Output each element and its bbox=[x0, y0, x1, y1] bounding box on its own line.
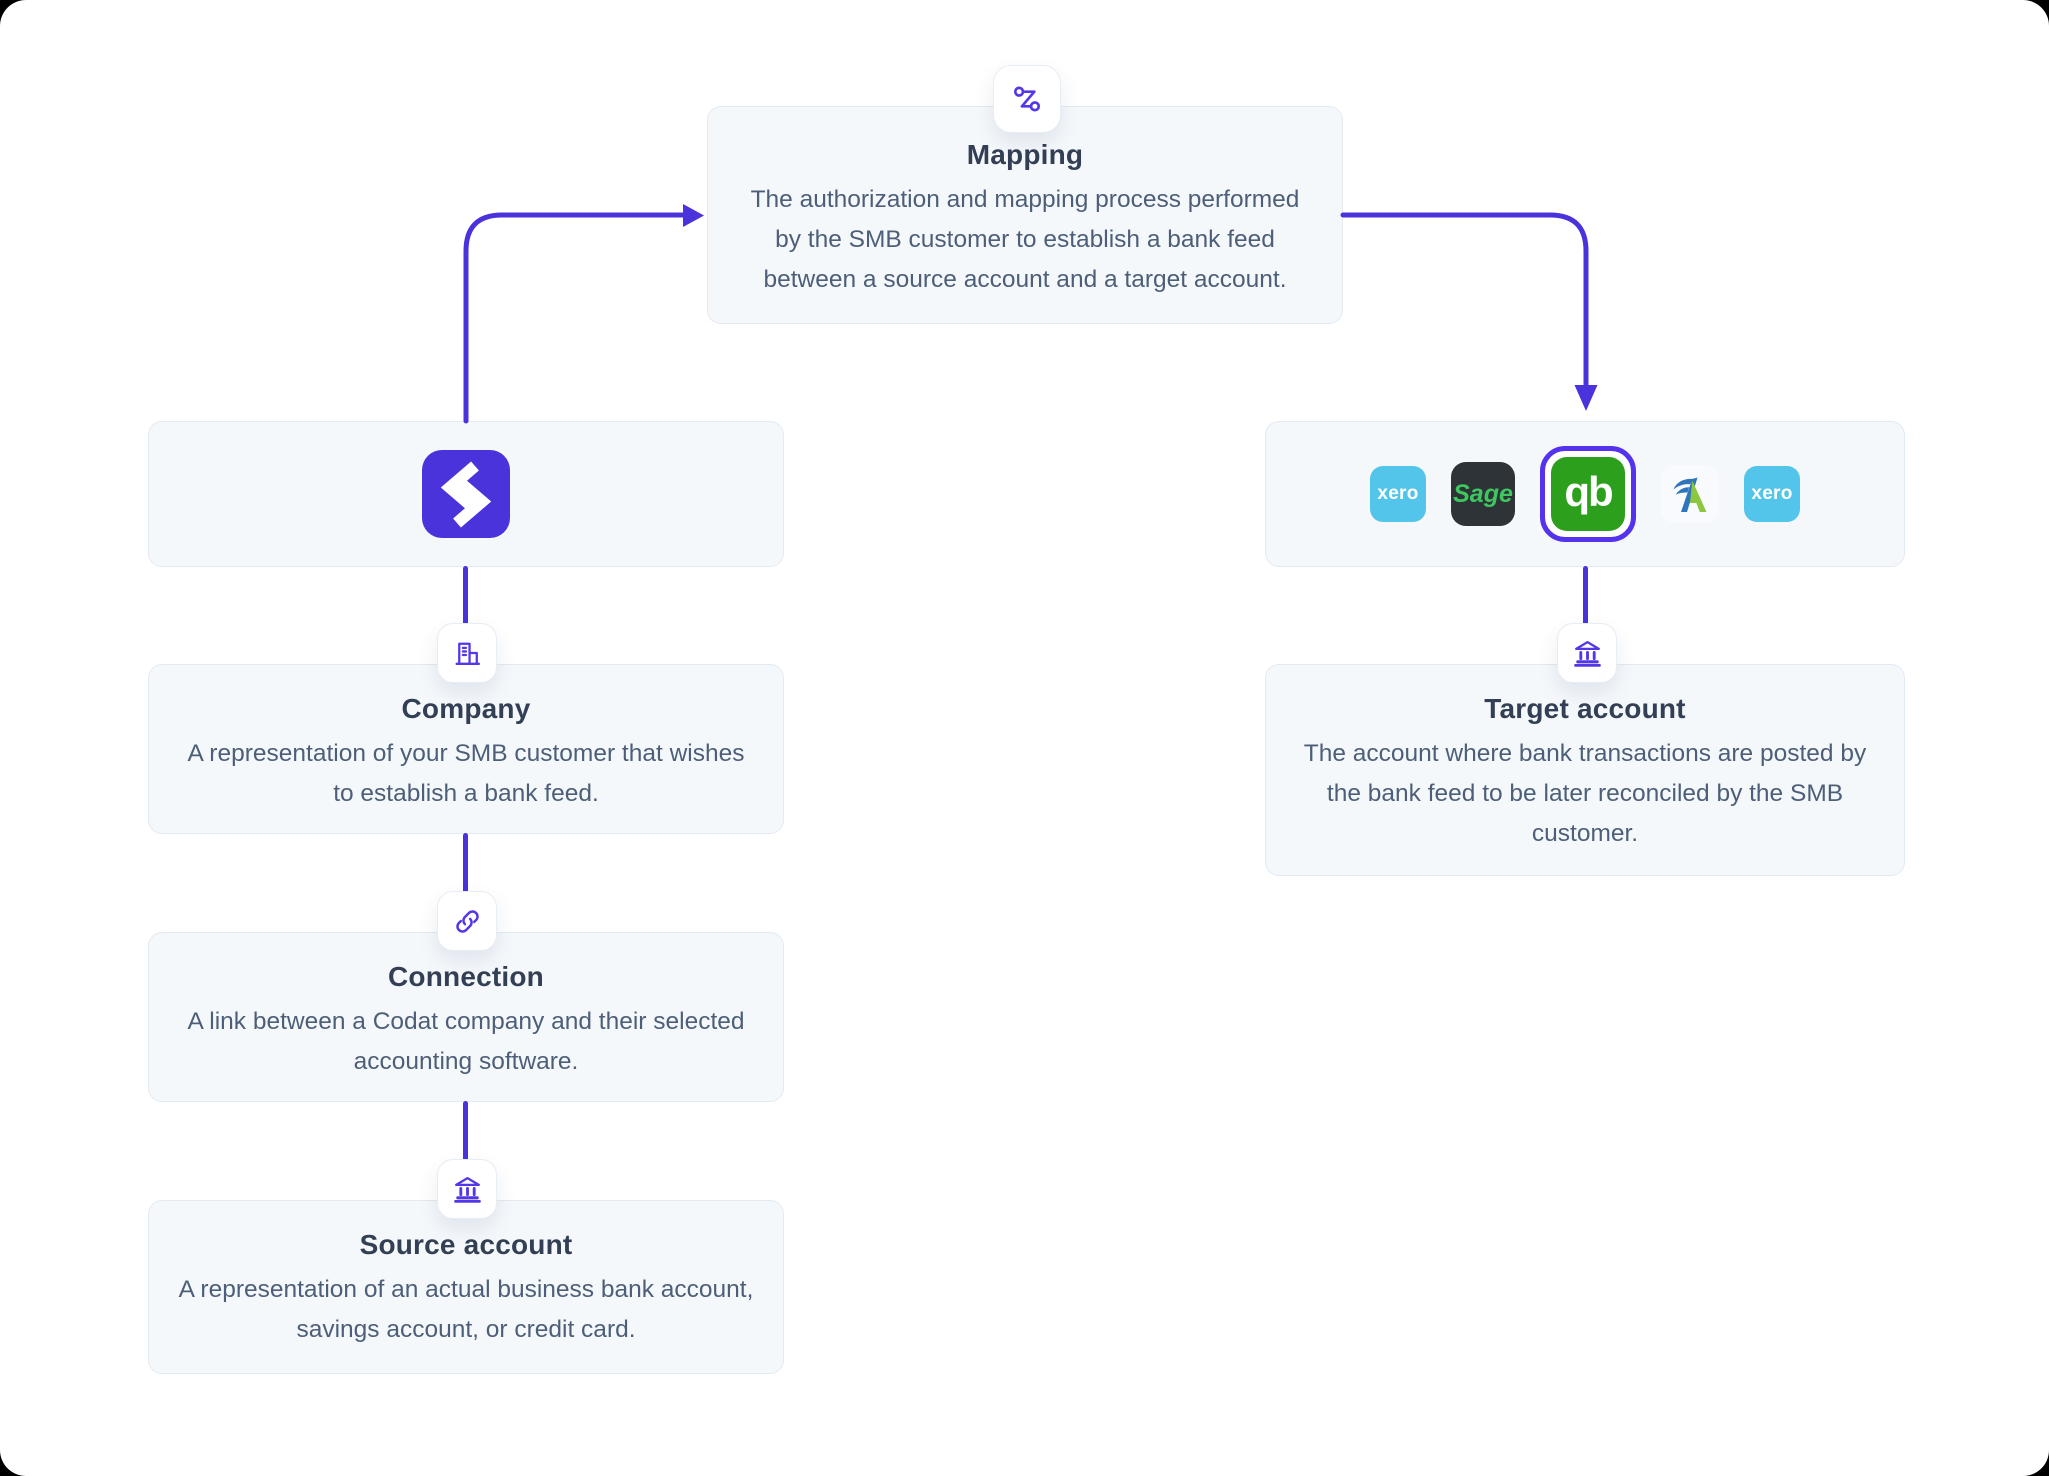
target-account-description: The account where bank transactions are … bbox=[1303, 740, 1867, 847]
mapping-title: Mapping bbox=[966, 139, 1084, 170]
arrow-mapping-to-target bbox=[1340, 212, 1598, 411]
connection-description: A link between a Codat company and their… bbox=[187, 1008, 745, 1075]
quickbooks-logo-text: qb bbox=[1564, 468, 1613, 515]
xero-logo-text: xero bbox=[1751, 483, 1793, 504]
source-account-description: A representation of an actual business b… bbox=[178, 1276, 754, 1343]
connection-icon-badge bbox=[437, 891, 497, 951]
source-account-icon-badge bbox=[437, 1159, 497, 1219]
target-account-title: Target account bbox=[1484, 693, 1686, 724]
codat-chevrons-logo bbox=[440, 461, 492, 528]
connector-company-connection bbox=[463, 833, 468, 933]
connector-integrations-target bbox=[1583, 566, 1588, 665]
connection-title: Connection bbox=[388, 961, 544, 992]
connector-connection-source bbox=[463, 1101, 468, 1201]
integrations-card: xero Sage qb xero bbox=[1265, 421, 1905, 567]
company-card: Company A representation of your SMB cus… bbox=[148, 664, 784, 834]
xero-logo-text: xero bbox=[1377, 483, 1419, 504]
route-icon bbox=[1013, 86, 1041, 112]
connection-card: Connection A link between a Codat compan… bbox=[148, 932, 784, 1102]
source-account-card: Source account A representation of an ac… bbox=[148, 1200, 784, 1374]
mapping-description: The authorization and mapping process pe… bbox=[750, 186, 1300, 293]
bank-icon bbox=[1573, 640, 1601, 667]
target-account-card: Target account The account where bank tr… bbox=[1265, 664, 1905, 876]
mapping-card: Mapping The authorization and mapping pr… bbox=[707, 106, 1343, 324]
codat-card bbox=[148, 421, 784, 567]
integration-freeagent bbox=[1661, 465, 1719, 523]
link-icon bbox=[455, 909, 479, 933]
mapping-icon-badge bbox=[993, 65, 1061, 133]
connector-codat-company bbox=[463, 566, 468, 665]
company-title: Company bbox=[401, 693, 531, 724]
integration-xero-2: xero bbox=[1744, 466, 1800, 522]
integration-sage: Sage bbox=[1451, 462, 1515, 526]
integration-quickbooks: qb bbox=[1551, 457, 1625, 531]
source-account-title: Source account bbox=[359, 1229, 573, 1260]
company-icon-badge bbox=[437, 623, 497, 683]
integration-quickbooks-selected-ring: qb bbox=[1540, 446, 1636, 542]
codat-logo bbox=[422, 450, 510, 538]
arrow-company-to-mapping bbox=[463, 204, 704, 424]
target-account-icon-badge bbox=[1557, 623, 1617, 683]
sage-logo-text: Sage bbox=[1453, 479, 1513, 508]
freeagent-logo bbox=[1673, 477, 1707, 512]
bank-icon bbox=[453, 1176, 481, 1203]
integration-xero: xero bbox=[1370, 466, 1426, 522]
building-icon bbox=[455, 642, 480, 665]
company-description: A representation of your SMB customer th… bbox=[187, 740, 745, 807]
